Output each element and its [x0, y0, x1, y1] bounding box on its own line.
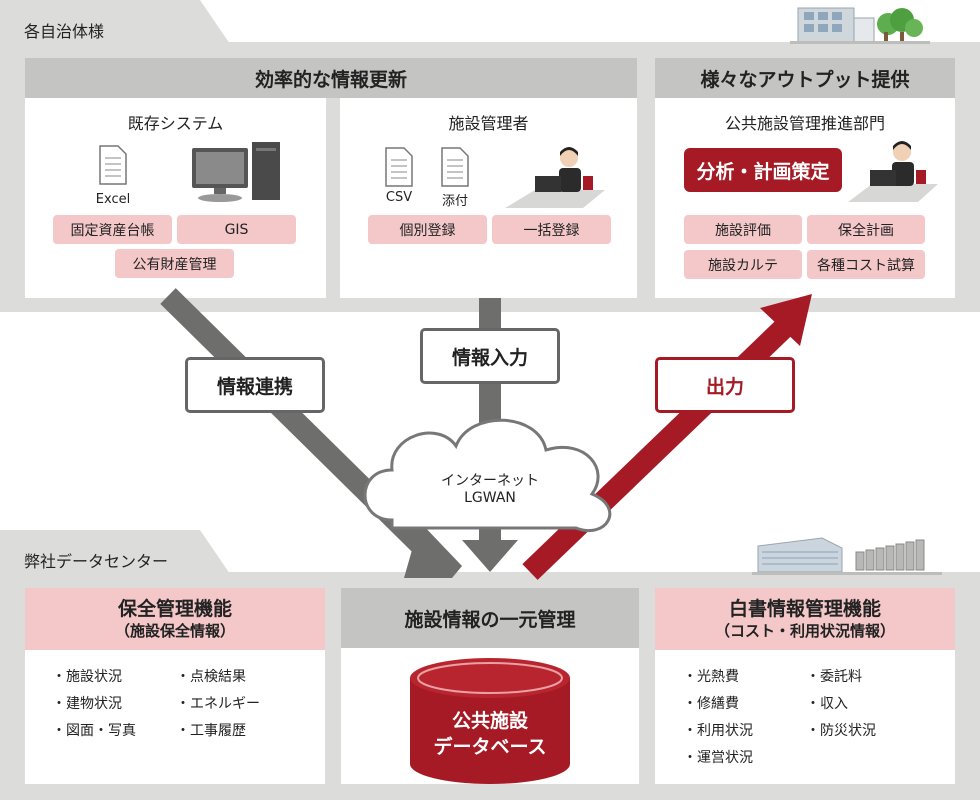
csv-label: CSV [385, 190, 413, 205]
input-arrow-head [462, 540, 518, 572]
chip-maintenance-plan: 保全計画 [807, 215, 925, 244]
cloud-label-internet: インターネット [441, 473, 539, 489]
maintenance-function-header: 保全管理機能 （施設保全情報） [25, 588, 325, 650]
bottom-region-label: 弊社データセンター [24, 552, 169, 571]
whitepaper-function-header: 白書情報管理機能 （コスト・利用状況情報） [655, 588, 955, 650]
chip-public-property: 公有財産管理 [115, 249, 234, 278]
output-arrow-head [760, 294, 812, 346]
whitepaper-function-subtitle: （コスト・利用状況情報） [714, 621, 895, 640]
excel-label: Excel [95, 192, 131, 207]
efficient-update-header: 効率的な情報更新 [25, 58, 637, 98]
chip-fixed-asset-ledger: 固定資産台帳 [53, 215, 172, 244]
chip-facility-evaluation: 施設評価 [684, 215, 802, 244]
whitepaper-function-title: 白書情報管理機能 [728, 597, 881, 620]
chip-gis: GIS [177, 215, 296, 244]
list-item: ・建物状況 [52, 696, 122, 712]
chip-cost-estimates: 各種コスト試算 [807, 250, 925, 279]
list-item: ・収入 [806, 696, 848, 712]
chip-facility-chart: 施設カルテ [684, 250, 802, 279]
public-facility-dept-title: 公共施設管理推進部門 [724, 114, 885, 133]
link-arrow-head [404, 522, 462, 578]
list-item: ・光熱費 [683, 669, 739, 685]
list-item: ・点検結果 [176, 669, 246, 685]
info-input-label: 情報入力 [420, 328, 560, 384]
various-output-header: 様々なアウトプット提供 [655, 58, 955, 98]
desktop-computer-icon [192, 142, 280, 202]
database-label-line2: データベース [433, 736, 547, 758]
unified-management-header: 施設情報の一元管理 [341, 588, 639, 648]
cloud-icon [363, 418, 612, 533]
panel-divider [326, 98, 340, 298]
attachment-document-icon [441, 147, 469, 187]
chip-individual-registration: 個別登録 [368, 215, 487, 244]
list-item: ・エネルギー [176, 696, 260, 712]
list-item: ・修繕費 [683, 696, 739, 712]
maintenance-function-panel: 保全管理機能 （施設保全情報） [25, 588, 325, 784]
list-item: ・運営状況 [683, 750, 753, 766]
output-label: 出力 [655, 357, 795, 413]
list-item: ・施設状況 [52, 669, 122, 685]
analyst-at-laptop-icon [848, 141, 938, 202]
bottom-tab [0, 530, 230, 574]
info-link-label: 情報連携 [185, 357, 325, 413]
attachment-label: 添付 [441, 194, 468, 209]
list-item: ・防災状況 [806, 723, 876, 739]
database-label-line1: 公共施設 [451, 710, 528, 732]
list-item: ・委託料 [806, 669, 862, 685]
office-building-icon [790, 7, 930, 44]
whitepaper-function-panel: 白書情報管理機能 （コスト・利用状況情報） [655, 588, 955, 784]
cloud-label-lgwan: LGWAN [464, 490, 516, 506]
data-center-icon [752, 537, 942, 575]
list-item: ・図面・写真 [52, 723, 136, 739]
maintenance-function-subtitle: （施設保全情報） [114, 621, 235, 640]
database-cylinder-icon [410, 658, 570, 784]
excel-document-icon [99, 145, 127, 185]
list-item: ・利用状況 [683, 723, 753, 739]
maintenance-function-title: 保全管理機能 [117, 597, 232, 620]
top-region-label: 各自治体様 [24, 22, 105, 41]
facility-manager-title: 施設管理者 [448, 114, 529, 133]
chip-bulk-registration: 一括登録 [492, 215, 611, 244]
top-tab [0, 0, 230, 44]
person-at-laptop-icon [505, 147, 605, 208]
analysis-planning-badge: 分析・計画策定 [684, 148, 842, 192]
existing-systems-title: 既存システム [127, 114, 224, 133]
csv-document-icon [385, 147, 413, 187]
list-item: ・工事履歴 [176, 723, 246, 739]
